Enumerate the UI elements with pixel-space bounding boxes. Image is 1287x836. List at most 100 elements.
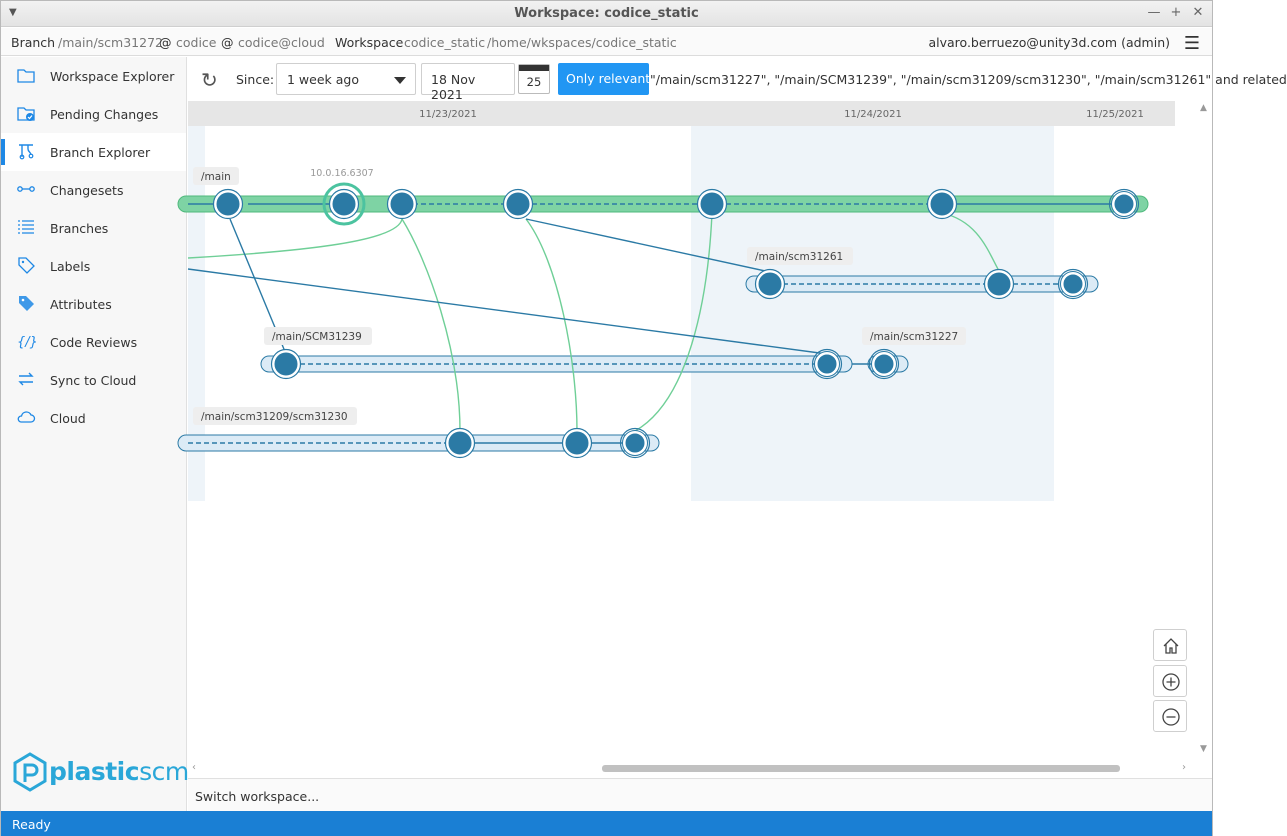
branch-label: Branch xyxy=(11,35,56,50)
title-bar: ▼ Workspace: codice_static — + ✕ xyxy=(1,1,1212,27)
since-label: Since: xyxy=(236,72,275,87)
hamburger-menu-icon[interactable]: ☰ xyxy=(1183,33,1200,54)
sidebar-item-changesets[interactable]: Changesets xyxy=(1,171,186,209)
since-dropdown-value: 1 week ago xyxy=(287,72,359,87)
branch-name[interactable]: /main xyxy=(201,171,231,183)
switch-workspace-bar: Switch workspace... xyxy=(188,778,1212,811)
sync-icon xyxy=(18,372,34,386)
window-menu-icon[interactable]: ▼ xyxy=(9,7,17,18)
branch-bar-scm31230[interactable] xyxy=(177,434,660,452)
logo-text: plasticscm xyxy=(49,757,189,786)
branch-value[interactable]: /main/scm31272 xyxy=(58,35,163,50)
zoom-out-button[interactable] xyxy=(1153,700,1187,732)
code-review-icon: {/} xyxy=(17,335,38,350)
date-input[interactable]: 18 Nov 2021 xyxy=(421,63,515,102)
branch-name[interactable]: /main/scm31227 xyxy=(870,331,958,343)
date-label: 11/25/2021 xyxy=(1086,109,1144,120)
folder-icon xyxy=(17,69,35,83)
calendar-icon xyxy=(519,65,549,71)
branch-graph-canvas[interactable]: 11/23/2021 11/24/2021 11/25/2021 xyxy=(177,101,1197,759)
branch-explorer-graph[interactable]: 11/23/2021 11/24/2021 11/25/2021 xyxy=(177,101,1197,759)
sidebar-item-code-reviews[interactable]: {/} Code Reviews xyxy=(1,323,186,361)
merge-links xyxy=(187,212,1000,432)
only-relevant-button[interactable]: Only relevant xyxy=(558,63,650,95)
home-icon xyxy=(1163,638,1179,654)
sidebar-item-label: Branches xyxy=(50,221,109,236)
plasticscm-logo: plasticscm xyxy=(13,752,189,796)
sidebar-item-branch-explorer[interactable]: Branch Explorer xyxy=(1,133,186,171)
calendar-button[interactable]: 25 xyxy=(518,64,550,94)
date-label: 11/23/2021 xyxy=(419,109,477,120)
changesets[interactable] xyxy=(212,188,1140,459)
branch-explorer-icon xyxy=(19,144,34,160)
vertical-scrollbar[interactable]: ▲ ▼ xyxy=(1197,101,1212,759)
horizontal-scrollbar[interactable]: ‹ › xyxy=(188,759,1197,777)
branch-filter-text: "/main/scm31227", "/main/SCM31239", "/ma… xyxy=(650,72,1287,87)
window-title: Workspace: codice_static xyxy=(514,6,699,21)
scroll-up-icon[interactable]: ▲ xyxy=(1200,103,1207,113)
changesets-icon xyxy=(17,186,35,192)
zoom-in-button[interactable] xyxy=(1153,665,1187,697)
sidebar-item-labels[interactable]: Labels xyxy=(1,247,186,285)
branch-name-tags: /main /main/scm31261 /main/SCM31239 /mai… xyxy=(193,167,966,425)
sidebar-item-label: Branch Explorer xyxy=(50,145,151,160)
day-band xyxy=(691,101,1054,501)
repository-name[interactable]: codice xyxy=(176,35,217,50)
sidebar-item-sync-to-cloud[interactable]: Sync to Cloud xyxy=(1,361,186,399)
horizontal-scroll-thumb[interactable] xyxy=(602,765,1120,772)
sidebar-item-label: Cloud xyxy=(50,411,86,426)
scroll-left-icon[interactable]: ‹ xyxy=(192,762,196,773)
workspace-info-bar: Branch /main/scm31272 @ codice @ codice@… xyxy=(1,28,1212,56)
refresh-icon[interactable]: ↻ xyxy=(201,68,218,92)
branch-explorer-toolbar: ↻ Since: 1 week ago 18 Nov 2021 25 Only … xyxy=(188,57,1287,102)
svg-text:{/}: {/} xyxy=(17,335,38,350)
since-dropdown[interactable]: 1 week ago xyxy=(276,63,416,95)
sidebar-item-label: Pending Changes xyxy=(50,107,159,122)
home-view-button[interactable] xyxy=(1153,629,1187,661)
user-account[interactable]: alvaro.berruezo@unity3d.com (admin) xyxy=(928,35,1170,50)
sidebar-item-workspace-explorer[interactable]: Workspace Explorer xyxy=(1,57,186,95)
at-sign: @ xyxy=(221,35,234,50)
sidebar-item-pending-changes[interactable]: Pending Changes xyxy=(1,95,186,133)
label-name: 10.0.16.6307 xyxy=(310,168,373,179)
branch-name[interactable]: /main/scm31209/scm31230 xyxy=(201,411,348,423)
workspace-path: /home/wkspaces/codice_static xyxy=(487,35,677,50)
maximize-icon[interactable]: + xyxy=(1170,5,1182,20)
branches-list-icon xyxy=(18,220,34,234)
date-header xyxy=(188,101,1175,126)
cloud-icon xyxy=(17,411,36,423)
pending-changes-icon xyxy=(17,107,35,121)
label-marker[interactable] xyxy=(322,182,366,226)
sidebar-item-label: Labels xyxy=(50,259,91,274)
branch-name[interactable]: /main/scm31261 xyxy=(755,251,843,263)
sidebar-item-label: Code Reviews xyxy=(50,335,138,350)
changeset-parent-links xyxy=(188,203,1124,444)
sidebar-item-cloud[interactable]: Cloud xyxy=(1,399,186,437)
zoom-out-icon xyxy=(1162,708,1180,726)
attributes-icon xyxy=(19,296,34,311)
sidebar: Workspace Explorer Pending Changes Branc… xyxy=(1,57,189,811)
close-icon[interactable]: ✕ xyxy=(1192,5,1204,20)
chevron-down-icon xyxy=(394,77,406,84)
scroll-down-icon[interactable]: ▼ xyxy=(1200,744,1207,754)
workspace-name[interactable]: codice_static xyxy=(404,35,486,50)
status-bar: Ready xyxy=(1,811,1212,836)
plastic-logo-icon xyxy=(13,752,47,792)
date-label: 11/24/2021 xyxy=(844,109,902,120)
calendar-day: 25 xyxy=(526,75,542,89)
zoom-in-icon xyxy=(1162,673,1180,691)
switch-workspace-link[interactable]: Switch workspace... xyxy=(195,789,320,804)
minimize-icon[interactable]: — xyxy=(1147,5,1161,20)
status-text: Ready xyxy=(12,817,51,832)
sidebar-item-label: Attributes xyxy=(50,297,112,312)
sidebar-item-label: Changesets xyxy=(50,183,124,198)
sidebar-item-attributes[interactable]: Attributes xyxy=(1,285,186,323)
sidebar-item-branches[interactable]: Branches xyxy=(1,209,186,247)
scroll-right-icon[interactable]: › xyxy=(1182,762,1186,773)
branch-name[interactable]: /main/SCM31239 xyxy=(272,331,362,343)
label-icon xyxy=(18,257,35,274)
server-name[interactable]: codice@cloud xyxy=(238,35,325,50)
sidebar-item-label: Sync to Cloud xyxy=(50,373,137,388)
sidebar-item-label: Workspace Explorer xyxy=(50,69,175,84)
